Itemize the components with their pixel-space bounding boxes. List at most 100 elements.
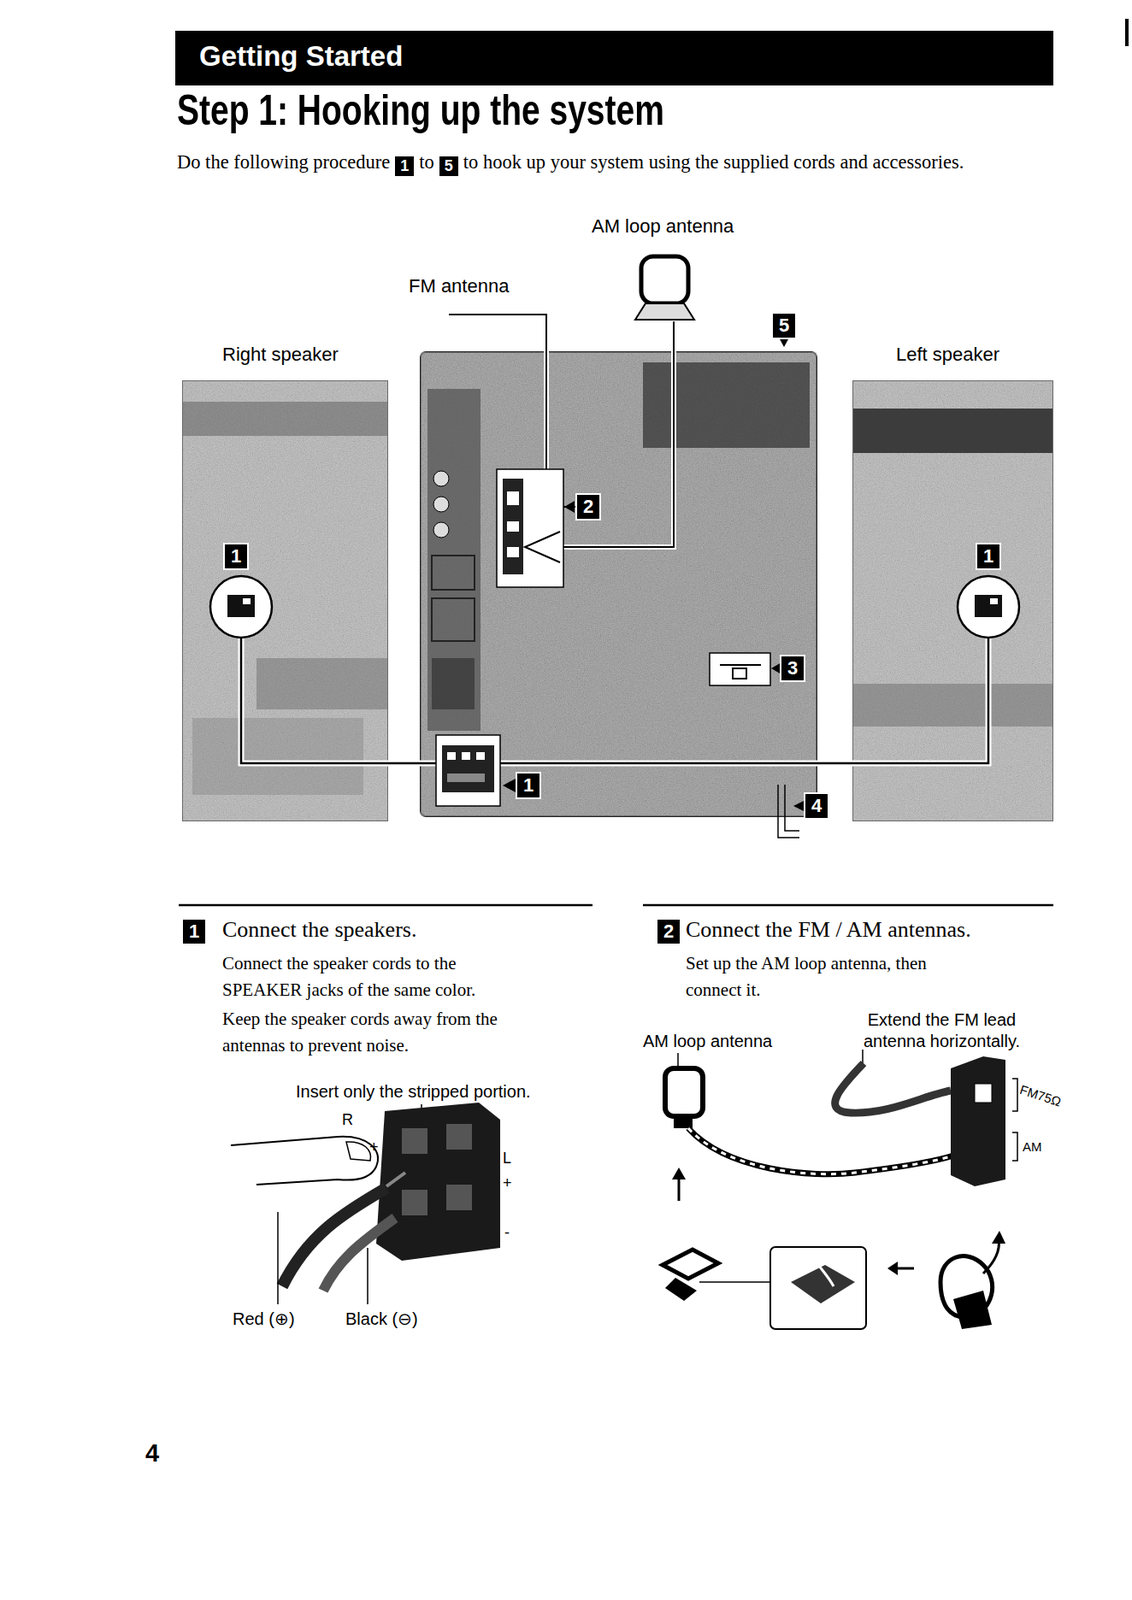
- intro-paragraph: Do the following procedure1to5to hook up…: [176, 148, 1003, 177]
- speaker-shade: [182, 401, 389, 437]
- terminal-slot: [461, 752, 471, 761]
- terminal-slot: [507, 547, 519, 558]
- jack-face: [401, 1128, 428, 1155]
- print-grain: [420, 352, 817, 817]
- direction-arrow: [991, 1231, 1006, 1245]
- part-label: AM loop antenna: [591, 215, 734, 238]
- switch-symbol: [732, 668, 747, 679]
- wire-halo: [500, 637, 989, 764]
- step-heading: Connect the speakers.: [222, 917, 417, 944]
- direction-arrow: [887, 1261, 898, 1276]
- step-number: 1: [182, 919, 206, 944]
- jack-face: [446, 1124, 472, 1150]
- bracket: [1012, 1132, 1018, 1162]
- speaker-cord: [500, 637, 989, 764]
- loop-antenna: [641, 256, 689, 304]
- polarity-label: -: [504, 1224, 510, 1243]
- speaker-shade: [192, 718, 364, 796]
- intro-text: to: [418, 151, 435, 173]
- terminal-label: AM: [1022, 1139, 1043, 1155]
- terminal-slot: [974, 1084, 992, 1103]
- speaker-jacks: [442, 745, 495, 793]
- jack: [431, 555, 475, 590]
- polarity-label: +: [502, 1174, 513, 1193]
- terminal-label: L: [502, 1149, 512, 1168]
- loop-antenna: [662, 1249, 719, 1280]
- speaker-cord: [241, 637, 437, 764]
- leader-line: [366, 1248, 369, 1305]
- jack: [433, 522, 449, 538]
- terminal-slot: [507, 521, 519, 532]
- wire-halo: [241, 637, 437, 764]
- terminal-block: [974, 595, 1003, 618]
- speaker-panel: Left speaker: [852, 380, 1054, 822]
- step-number: 2: [657, 919, 680, 944]
- antenna-terminal: [502, 478, 524, 575]
- part-label: AM loop antenna: [642, 1031, 773, 1052]
- am-lead: [560, 321, 674, 548]
- jack: [433, 496, 449, 513]
- hook-arrow: [812, 1256, 834, 1287]
- speaker-shade: [852, 408, 1054, 454]
- band-title: Getting Started: [199, 40, 403, 73]
- speaker-jack-block: [376, 1102, 501, 1262]
- jack: [431, 598, 475, 642]
- page-number: 4: [145, 1439, 160, 1469]
- intro-text: to hook up your system using the supplie…: [463, 151, 965, 173]
- speaker-body: [182, 380, 389, 822]
- twisted-lead: [688, 1128, 954, 1175]
- power-cord: [784, 784, 800, 832]
- speaker-shade: [256, 658, 389, 710]
- antenna-stand: [953, 1291, 992, 1330]
- speaker-terminal: [957, 576, 1020, 638]
- callout-pointer: [502, 778, 516, 793]
- speaker-label: Left speaker: [896, 343, 1000, 366]
- switch-symbol: [719, 664, 761, 667]
- terminal-block: [227, 595, 255, 618]
- intro-text: Do the following procedure: [176, 151, 390, 173]
- step-text: Keep the speaker cords away from the ant…: [222, 1006, 518, 1060]
- terminal-slot: [447, 773, 485, 783]
- direction-arrow: [983, 1239, 999, 1274]
- antenna-terminal: [950, 1056, 1006, 1187]
- speaker-label: Right speaker: [222, 343, 339, 366]
- callout-number: 4: [805, 794, 828, 819]
- antenna-base: [665, 1278, 697, 1302]
- callout-pointer: [778, 337, 790, 348]
- callout-pointer: [771, 662, 782, 675]
- jack-face: [401, 1190, 428, 1216]
- loop-antenna: [665, 1068, 703, 1117]
- detail-inset: [770, 1247, 867, 1330]
- instruction-label: Extend the FM lead antenna horizontally.: [841, 1009, 1043, 1053]
- antenna-terminal-box: [496, 469, 564, 588]
- leader-line: [699, 1281, 771, 1284]
- polarity-label: +: [369, 1138, 379, 1157]
- bracket: [1012, 1078, 1018, 1112]
- leader-line: [277, 1212, 279, 1305]
- callout-number: 5: [439, 156, 459, 177]
- jack: [433, 471, 449, 487]
- wire-color-label: Black (⊖): [345, 1308, 419, 1330]
- step-text: Connect the speaker cords to the SPEAKER…: [222, 950, 518, 1004]
- leader-line: [861, 1049, 864, 1064]
- terminal-slot: [507, 491, 519, 506]
- wire-halo: [560, 321, 674, 548]
- print-grain: [182, 380, 389, 822]
- speaker-body: [852, 380, 1054, 822]
- step-text: Set up the AM loop antenna, then connect…: [685, 950, 960, 1004]
- terminal-slot: [242, 598, 251, 605]
- fm-lead: [835, 1063, 951, 1114]
- print-grain: [852, 380, 1054, 822]
- antenna-base: [673, 1116, 693, 1129]
- terminal-slot: [990, 598, 998, 605]
- callout-number: 1: [224, 544, 248, 569]
- unit-shade: [642, 362, 810, 449]
- step-heading: Connect the FM / AM antennas.: [685, 917, 972, 944]
- am-wire-end: [524, 531, 561, 563]
- jack-face: [446, 1185, 472, 1211]
- note-label: Insert only the stripped portion.: [295, 1082, 531, 1103]
